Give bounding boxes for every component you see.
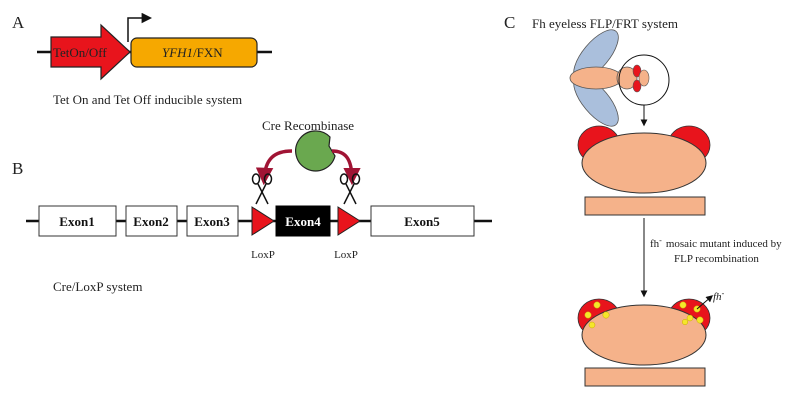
- clone-pointer: [696, 295, 714, 310]
- panel-a-letter: A: [12, 13, 25, 32]
- exon-3-label: Exon3: [194, 214, 230, 229]
- mosaic-text-rest: mosaic mutant induced by: [666, 238, 782, 250]
- gene-label: YFH1/FXN: [162, 45, 223, 60]
- exon-4-floxed: Exon4: [275, 205, 331, 237]
- cre-enzyme-icon: [295, 130, 336, 172]
- cre-arrow-right: [331, 149, 361, 186]
- exon-1: Exon1: [38, 205, 117, 237]
- scissors-right-icon: [339, 173, 361, 205]
- loxp-site-left: [251, 206, 275, 236]
- mutant-clones: [584, 301, 704, 329]
- transcription-start-arrow: [127, 12, 153, 42]
- panel-a-caption: Tet On and Tet Off inducible system: [53, 92, 242, 107]
- exon-1-label: Exon1: [59, 214, 94, 229]
- mosaic-text-line2: FLP recombination: [674, 253, 759, 265]
- tet-promoter-arrow: TetOn/Off: [50, 23, 131, 81]
- tet-promoter-label: TetOn/Off: [53, 45, 107, 60]
- exon-3: Exon3: [186, 205, 239, 237]
- panel-b-caption: Cre/LoxP system: [53, 279, 142, 294]
- cre-arrow-left: [255, 149, 293, 186]
- gene-label-italic: YFH1: [162, 45, 193, 60]
- panel-a: A TetOn/Off YFH1/FXN Tet On and Tet Off …: [12, 12, 272, 107]
- mosaic-text-line1: fh-mosaic mutant induced by: [650, 236, 782, 250]
- panel-c-letter: C: [504, 13, 515, 32]
- exon-2: Exon2: [125, 205, 178, 237]
- clone-label: fh-: [713, 289, 725, 303]
- mosaic-text-prefix: fh: [650, 238, 660, 250]
- exon-5: Exon5: [370, 205, 475, 237]
- fly-icon: [569, 29, 650, 127]
- head-mosaic-mutant: [577, 298, 711, 387]
- scissors-left-icon: [251, 173, 273, 205]
- loxp-label-right: LoxP: [334, 249, 358, 261]
- head-wildtype: [577, 125, 711, 216]
- yfh1-fxn-gene-box: YFH1/FXN: [130, 37, 258, 68]
- clone-label-sup: -: [722, 289, 725, 298]
- panel-b: B Cre Recombinase Exon1: [12, 118, 492, 294]
- gene-label-rest: /FXN: [193, 45, 223, 60]
- clone-label-text: fh: [713, 291, 722, 303]
- exon-2-label: Exon2: [133, 214, 168, 229]
- loxp-label-left: LoxP: [251, 249, 275, 261]
- exon-5-label: Exon5: [404, 214, 440, 229]
- mosaic-text-sup: -: [659, 236, 662, 245]
- panel-c: C Fh eyeless FLP/FRT system fh-mosaic mu…: [504, 13, 782, 387]
- loxp-site-right: [337, 206, 361, 236]
- panel-c-title: Fh eyeless FLP/FRT system: [532, 16, 678, 31]
- cre-recombinase-label: Cre Recombinase: [262, 118, 354, 133]
- exon-4-label: Exon4: [285, 214, 321, 229]
- panel-b-letter: B: [12, 159, 23, 178]
